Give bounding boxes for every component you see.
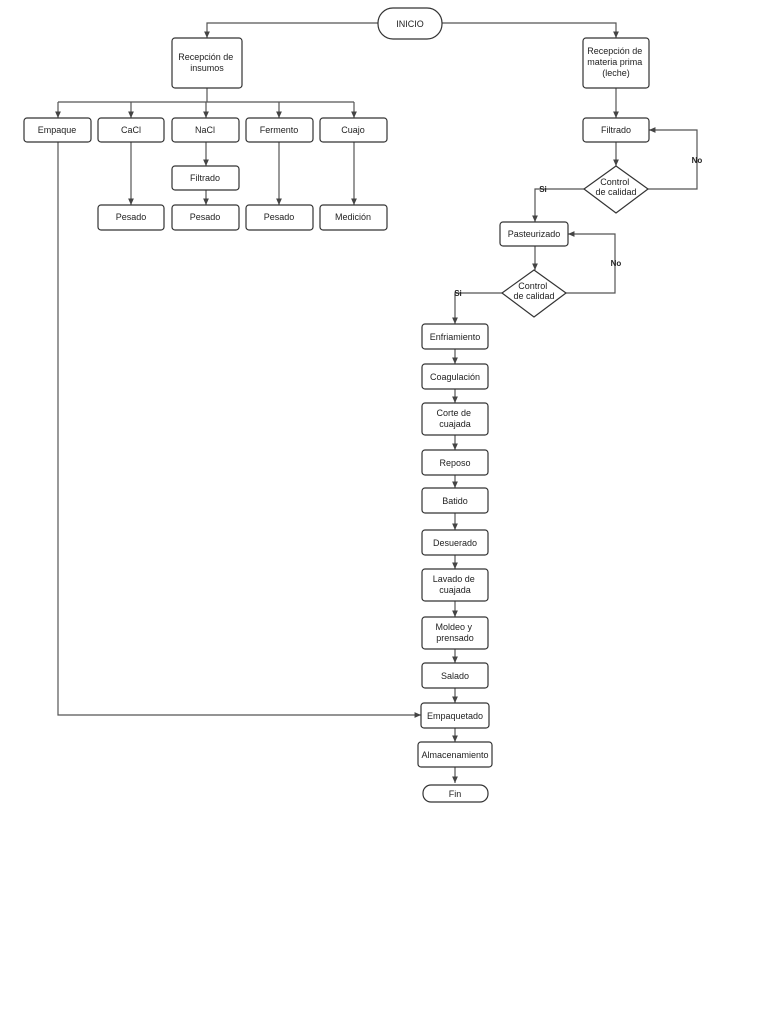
step-label-nacl: Pesado bbox=[190, 212, 221, 222]
step-box-fermento bbox=[245, 204, 314, 231]
process-label-6-line-1: Lavado de bbox=[433, 574, 475, 584]
reception-raw-line-2: materia prima bbox=[587, 57, 642, 67]
process-label-2: Corte de cuajada bbox=[436, 408, 473, 429]
quality-control-1-line-1: Control bbox=[600, 177, 629, 187]
input-box-cuajo bbox=[319, 117, 388, 143]
reception-inputs-label: Recepción de insumos bbox=[178, 52, 236, 73]
process-label-2-line-2: cuajada bbox=[439, 419, 471, 429]
quality-control-1-diamond bbox=[582, 165, 650, 214]
label-si-2: Si bbox=[454, 289, 462, 298]
process-label-8: Salado bbox=[441, 671, 469, 681]
start-label: INICIO bbox=[396, 19, 424, 29]
process-label-7-line-2: prensado bbox=[436, 633, 474, 643]
end-terminal bbox=[422, 784, 489, 803]
label-si-1: Si bbox=[539, 185, 547, 194]
process-label-4: Batido bbox=[442, 496, 468, 506]
process-box-4 bbox=[421, 487, 489, 514]
nacl-filter-box bbox=[171, 165, 240, 191]
process-label-7-line-1: Moldeo y bbox=[435, 622, 472, 632]
process-box-9 bbox=[420, 702, 490, 729]
process-label-5: Desuerado bbox=[433, 538, 477, 548]
label-no-1: No bbox=[692, 156, 703, 165]
process-label-7: Moldeo y prensado bbox=[435, 622, 474, 643]
process-label-6: Lavado de cuajada bbox=[433, 574, 478, 595]
input-label-cuajo: Cuajo bbox=[341, 125, 365, 135]
process-label-0: Enfriamiento bbox=[430, 332, 481, 342]
process-label-9: Empaquetado bbox=[427, 711, 483, 721]
input-box-nacl bbox=[171, 117, 240, 143]
label-no-2: No bbox=[611, 259, 622, 268]
quality-control-1-line-2: de calidad bbox=[595, 187, 636, 197]
step-box-cuajo bbox=[319, 204, 388, 231]
nacl-filter-label: Filtrado bbox=[190, 173, 220, 183]
reception-inputs-line-2: insumos bbox=[190, 63, 224, 73]
process-box-7 bbox=[421, 616, 489, 650]
quality-control-2-line-1: Control bbox=[518, 281, 547, 291]
process-label-1: Coagulación bbox=[430, 372, 480, 382]
end-label: Fin bbox=[449, 789, 462, 799]
input-box-empaque bbox=[23, 117, 92, 143]
reception-raw-label: Recepción de materia prima (leche) bbox=[587, 46, 645, 78]
process-label-6-line-2: cuajada bbox=[439, 585, 471, 595]
quality-control-1-label: Control de calidad bbox=[595, 177, 636, 197]
step-box-cacl bbox=[97, 204, 165, 231]
reception-raw-line-1: Recepción de bbox=[587, 46, 642, 56]
reception-raw-line-3: (leche) bbox=[602, 68, 630, 78]
process-box-5 bbox=[421, 529, 489, 556]
input-box-fermento bbox=[245, 117, 314, 143]
step-label-fermento: Pesado bbox=[264, 212, 295, 222]
process-box-1 bbox=[421, 363, 489, 390]
input-box-cacl bbox=[97, 117, 165, 143]
input-label-empaque: Empaque bbox=[38, 125, 77, 135]
start-terminal bbox=[377, 7, 443, 40]
input-label-nacl: NaCl bbox=[195, 125, 215, 135]
process-box-0 bbox=[421, 323, 489, 350]
input-label-cacl: CaCl bbox=[121, 125, 141, 135]
connectors bbox=[55, 22, 698, 783]
milk-filter-box bbox=[582, 117, 650, 143]
process-label-3: Reposo bbox=[439, 458, 470, 468]
process-label-2-line-1: Corte de bbox=[436, 408, 471, 418]
step-label-cuajo: Medición bbox=[335, 212, 371, 222]
pasteurize-label: Pasteurizado bbox=[508, 229, 561, 239]
step-box-nacl bbox=[171, 204, 240, 231]
reception-raw-box bbox=[582, 37, 650, 89]
process-box-2 bbox=[421, 402, 489, 436]
pasteurize-box bbox=[499, 221, 569, 247]
quality-control-2-label: Control de calidad bbox=[513, 281, 554, 301]
milk-filter-label: Filtrado bbox=[601, 125, 631, 135]
process-box-10 bbox=[417, 741, 493, 768]
process-box-8 bbox=[421, 662, 489, 689]
reception-inputs-box bbox=[171, 37, 243, 89]
process-label-10: Almacenamiento bbox=[421, 750, 488, 760]
input-label-fermento: Fermento bbox=[260, 125, 299, 135]
reception-inputs-line-1: Recepción de bbox=[178, 52, 233, 62]
process-box-6 bbox=[421, 568, 489, 602]
process-box-3 bbox=[421, 449, 489, 476]
quality-control-2-line-2: de calidad bbox=[513, 291, 554, 301]
quality-control-2-diamond bbox=[500, 269, 568, 318]
step-label-cacl: Pesado bbox=[116, 212, 147, 222]
